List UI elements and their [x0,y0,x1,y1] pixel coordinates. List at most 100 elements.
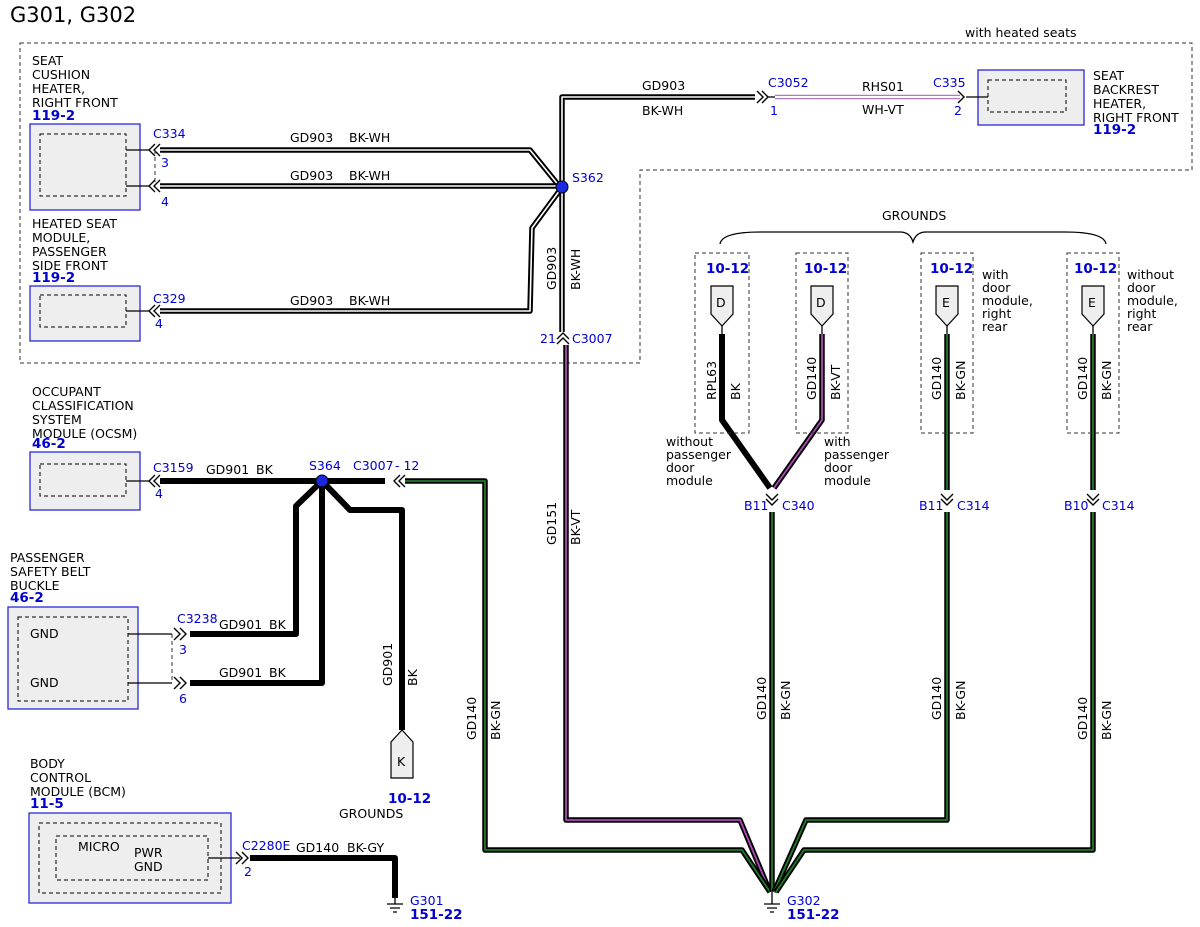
svg-text:SEAT: SEAT [1093,68,1124,83]
wire-gd140-bkvt[interactable] [771,334,825,490]
wire-gd903-c334-3[interactable] [160,147,563,189]
g301-ref-link[interactable]: 151-22 [410,907,463,923]
c329-pin: 4 [155,316,163,331]
svg-text:BODY: BODY [30,756,65,771]
wire-label-gd903-v: GD903 [544,247,559,290]
svg-text:BUCKLE: BUCKLE [10,578,60,593]
wire-label-bkvt-d2: BK-VT [828,364,843,400]
wire-label-gd140-e2: GD140 [1075,357,1090,400]
wire-gd140-c3007[interactable] [405,478,773,894]
c3238-pin-6: 6 [179,691,187,706]
wire-label-bk-d1: BK [728,382,743,400]
wire-label-rhs01: RHS01 [862,79,904,94]
c334-label: C334 [153,126,186,141]
c3159-label: C3159 [153,460,194,475]
wire-gd151[interactable] [563,345,773,894]
c329-label: C329 [153,291,186,306]
wire-gd901-ground-k[interactable] [319,478,405,730]
ground-e1-ref-link[interactable]: 10-12 [930,261,973,277]
wire-label-whvt: WH-VT [862,102,904,117]
belt-buckle-ref-link[interactable]: 46-2 [10,590,44,606]
wire-label-bkwh-1: BK-WH [349,130,390,145]
wire-label-bkvt: BK-VT [568,509,583,545]
ground-d1-ref-link[interactable]: 10-12 [706,261,749,277]
svg-text:SIDE FRONT: SIDE FRONT [32,258,108,273]
svg-text:CONTROL: CONTROL [30,770,91,785]
wire-label-gd901-1: GD901 [206,462,249,477]
wire-label-gd901-v: GD901 [380,643,395,686]
svg-text:D: D [816,295,826,310]
heated-seats-note: with heated seats [965,25,1077,40]
ground-e2-ref-link[interactable]: 10-12 [1074,261,1117,277]
svg-text:SAFETY BELT: SAFETY BELT [10,564,91,579]
wire-label-bkgn-c314a: BK-GN [953,681,968,720]
c3007-pin: 21 [540,331,556,346]
wire-label-rpl63: RPL63 [704,361,719,400]
wire-label-bk-2: BK [269,617,287,632]
svg-text:D: D [716,295,726,310]
svg-text:SYSTEM: SYSTEM [32,412,82,427]
wire-label-gd903-1: GD903 [290,130,333,145]
svg-text:passenger: passenger [666,447,732,462]
svg-text:MODULE (OCSM): MODULE (OCSM) [32,426,137,441]
c340-pin: B11 [744,498,768,513]
ocsm-ref-link[interactable]: 46-2 [32,436,66,452]
svg-text:PASSENGER: PASSENGER [10,550,85,565]
svg-text:OCCUPANT: OCCUPANT [32,384,101,399]
svg-text:with: with [824,434,851,449]
seat-backrest-ref-link[interactable]: 119-2 [1093,122,1136,138]
svg-text:door: door [824,460,853,475]
bcm-module: BODY CONTROL MODULE (BCM) 11-5 MICRO PWR… [28,756,240,904]
c3238-label: C3238 [177,611,218,626]
splice-s362 [555,180,569,194]
c3007-label: C3007 [572,331,613,346]
svg-text:HEATED SEAT: HEATED SEAT [32,216,117,231]
wire-gd903-c329[interactable] [160,188,563,314]
wire-rpl63[interactable] [719,334,773,490]
wire-label-gd901-2: GD901 [219,617,262,632]
wire-label-gd140-e1: GD140 [929,357,944,400]
splice-s362-label: S362 [572,170,604,185]
wire-gd140-c314-b10[interactable] [773,512,1096,894]
svg-text:passenger: passenger [824,447,890,462]
wire-label-bkgn-e1: BK-GN [953,361,968,400]
svg-text:without: without [1127,267,1174,282]
wire-label-gd140-c340: GD140 [754,677,769,720]
bcm-ref-link[interactable]: 11-5 [30,796,64,812]
seat-cushion-ref-link[interactable]: 119-2 [32,108,75,124]
svg-text:module: module [666,473,713,488]
wire-gd903-c3052[interactable] [559,94,755,186]
wire-label-bk-3: BK [269,665,287,680]
svg-text:MODULE,: MODULE, [32,230,90,245]
svg-text:right: right [982,306,1011,321]
svg-text:with: with [982,267,1009,282]
wire-label-bkwh-3: BK-WH [349,293,390,308]
c2280e-label: C2280E [242,838,291,853]
wire-gd901-c3238-6[interactable] [190,481,325,686]
wire-gd140-c314-b11[interactable] [771,512,950,894]
svg-text:G302: G302 [787,893,821,908]
svg-text:MICRO: MICRO [78,839,120,854]
ground-d2-ref-link[interactable]: 10-12 [804,261,847,277]
wire-gd140-bcm[interactable] [250,855,398,898]
heated-seats-region [19,42,1193,364]
c334-pin-4: 4 [161,194,169,209]
svg-text:PWR: PWR [134,845,163,860]
c3007b-pin: - 12 [395,458,419,473]
g302-ref-link[interactable]: 151-22 [787,907,840,923]
svg-text:rear: rear [982,319,1008,334]
wire-label-gd140-c3007: GD140 [464,697,479,740]
svg-text:E: E [1088,295,1096,310]
wire-gd901-c3238-3[interactable] [190,478,325,637]
ground-d1: 10-12 D without passenger door module [666,252,750,488]
svg-text:HEATER,: HEATER, [1093,96,1146,111]
ocsm-module: OCCUPANT CLASSIFICATION SYSTEM MODULE (O… [29,384,150,511]
wire-label-gd140-d2: GD140 [804,357,819,400]
wire-label-bkgn-c314b: BK-GN [1099,701,1114,740]
svg-text:module,: module, [1127,293,1178,308]
heated-seat-ref-link[interactable]: 119-2 [32,270,75,286]
svg-text:without: without [666,434,713,449]
c3159-pin: 4 [155,486,163,501]
ground-k-ref-link[interactable]: 10-12 [388,791,431,807]
